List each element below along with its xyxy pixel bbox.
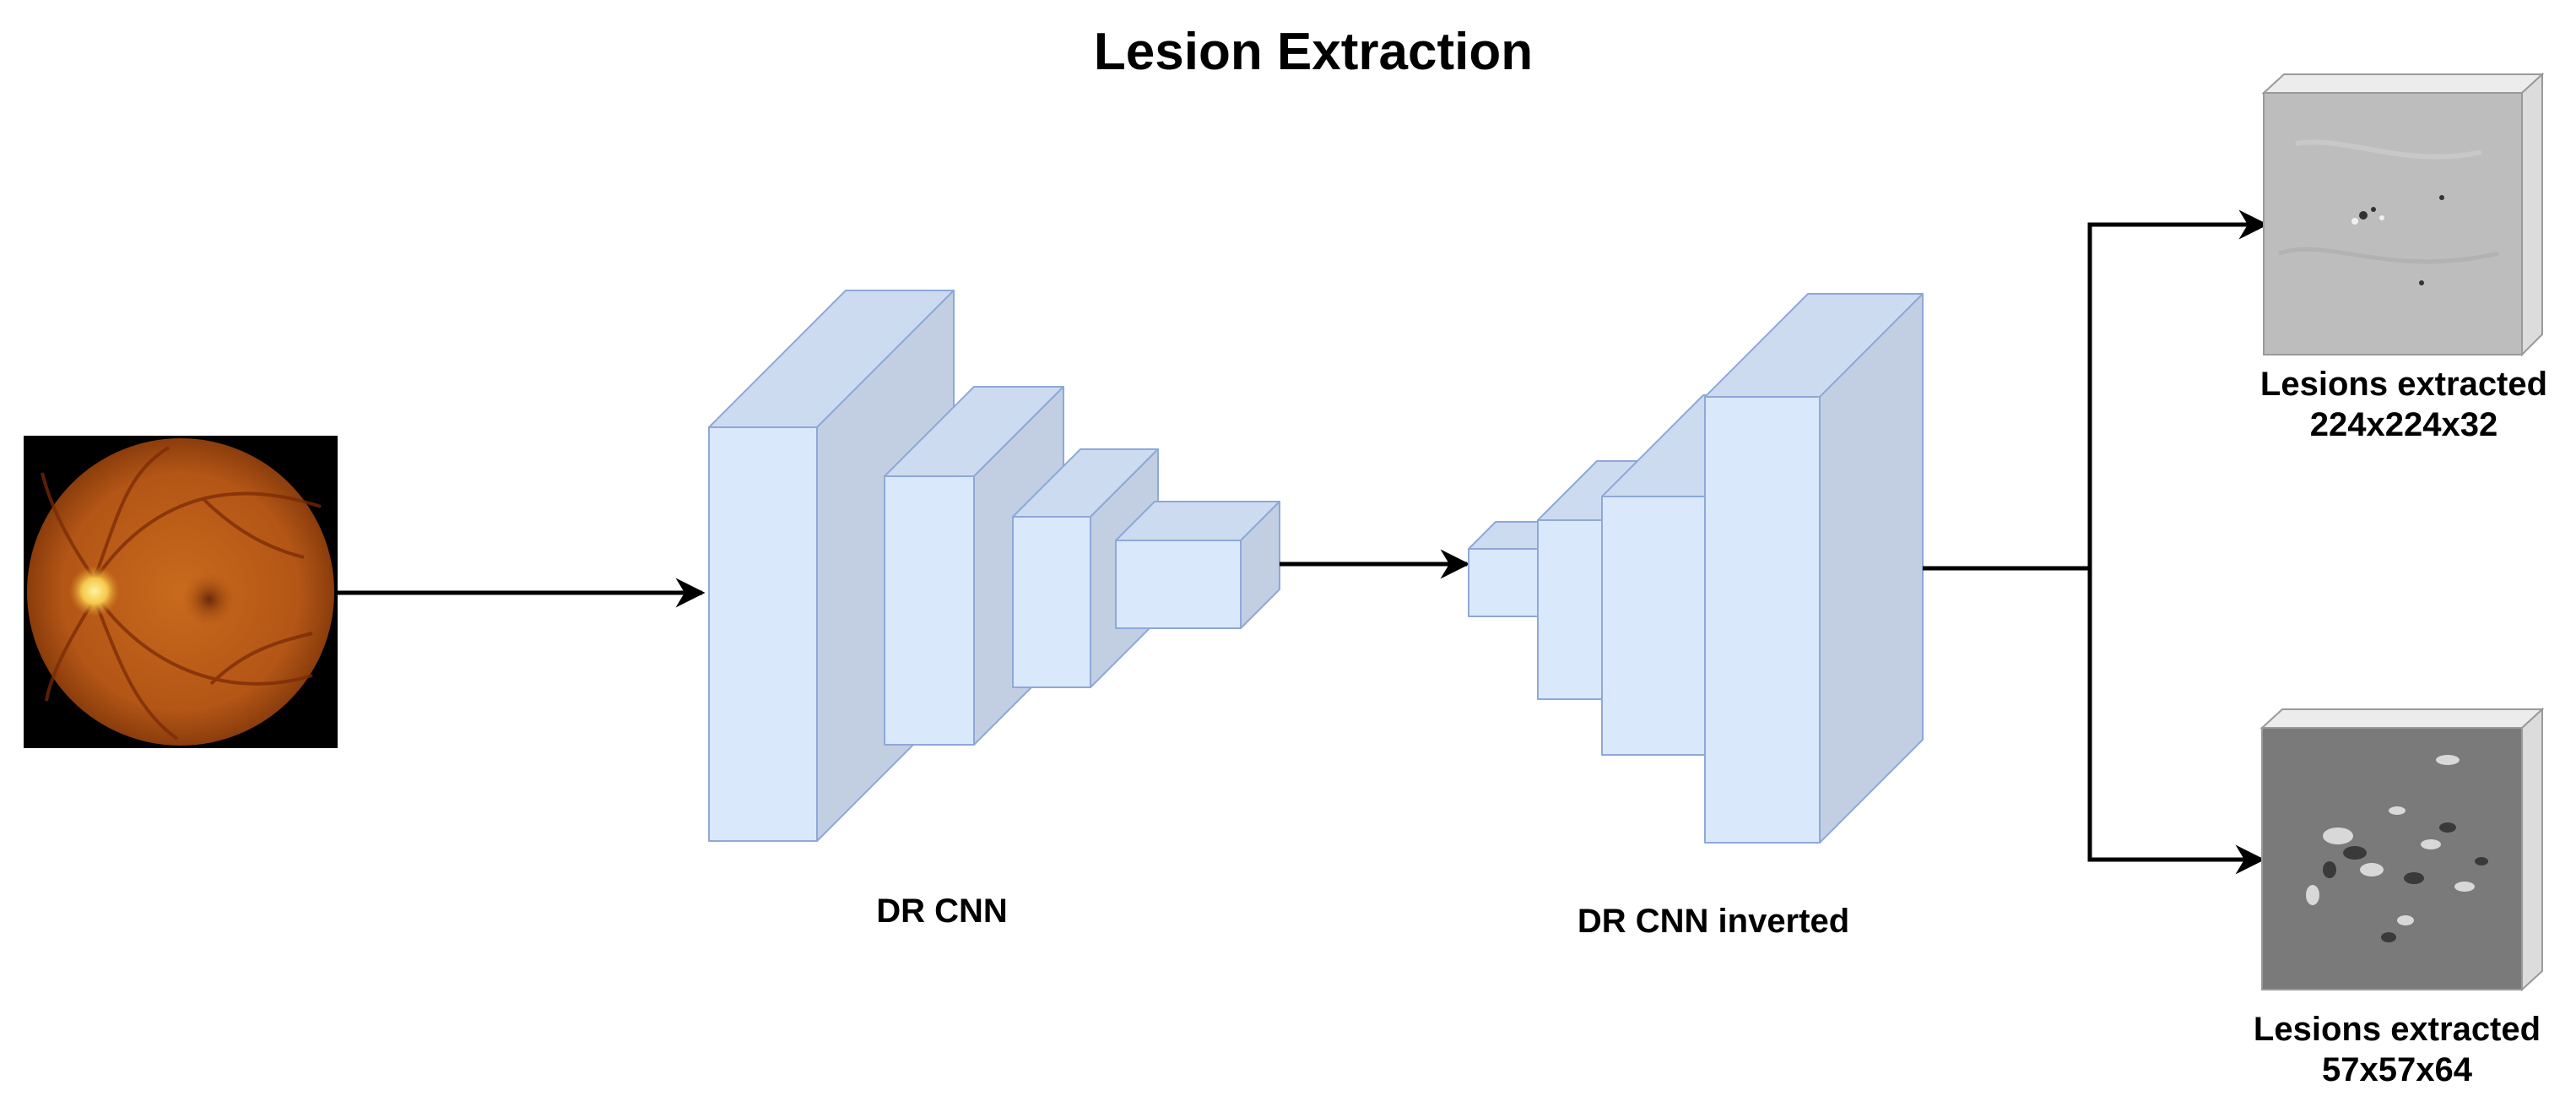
diagram-title: Lesion Extraction	[1094, 23, 1533, 81]
encoder-label: DR CNN	[876, 893, 1008, 930]
decoder-block-4	[1704, 293, 1924, 844]
input-fundus-image	[24, 436, 338, 748]
decoder-cnn	[1468, 293, 1924, 844]
output-1-label-line1: Lesions extracted	[2260, 366, 2547, 403]
output-connector	[1923, 209, 2269, 875]
output-2-label-line2: 57x57x64	[2322, 1051, 2473, 1088]
output-1-label-line2: 224x224x32	[2310, 406, 2498, 443]
encoder-block-4	[1115, 501, 1280, 629]
encoder-cnn	[708, 290, 1280, 842]
decoder-label: DR CNN inverted	[1578, 903, 1849, 940]
output-2-label-line1: Lesions extracted	[2254, 1011, 2541, 1048]
decoder-block-1	[1468, 521, 1566, 617]
output-1-lesion-map	[2261, 72, 2545, 357]
output-2-lesion-map	[2259, 707, 2545, 992]
